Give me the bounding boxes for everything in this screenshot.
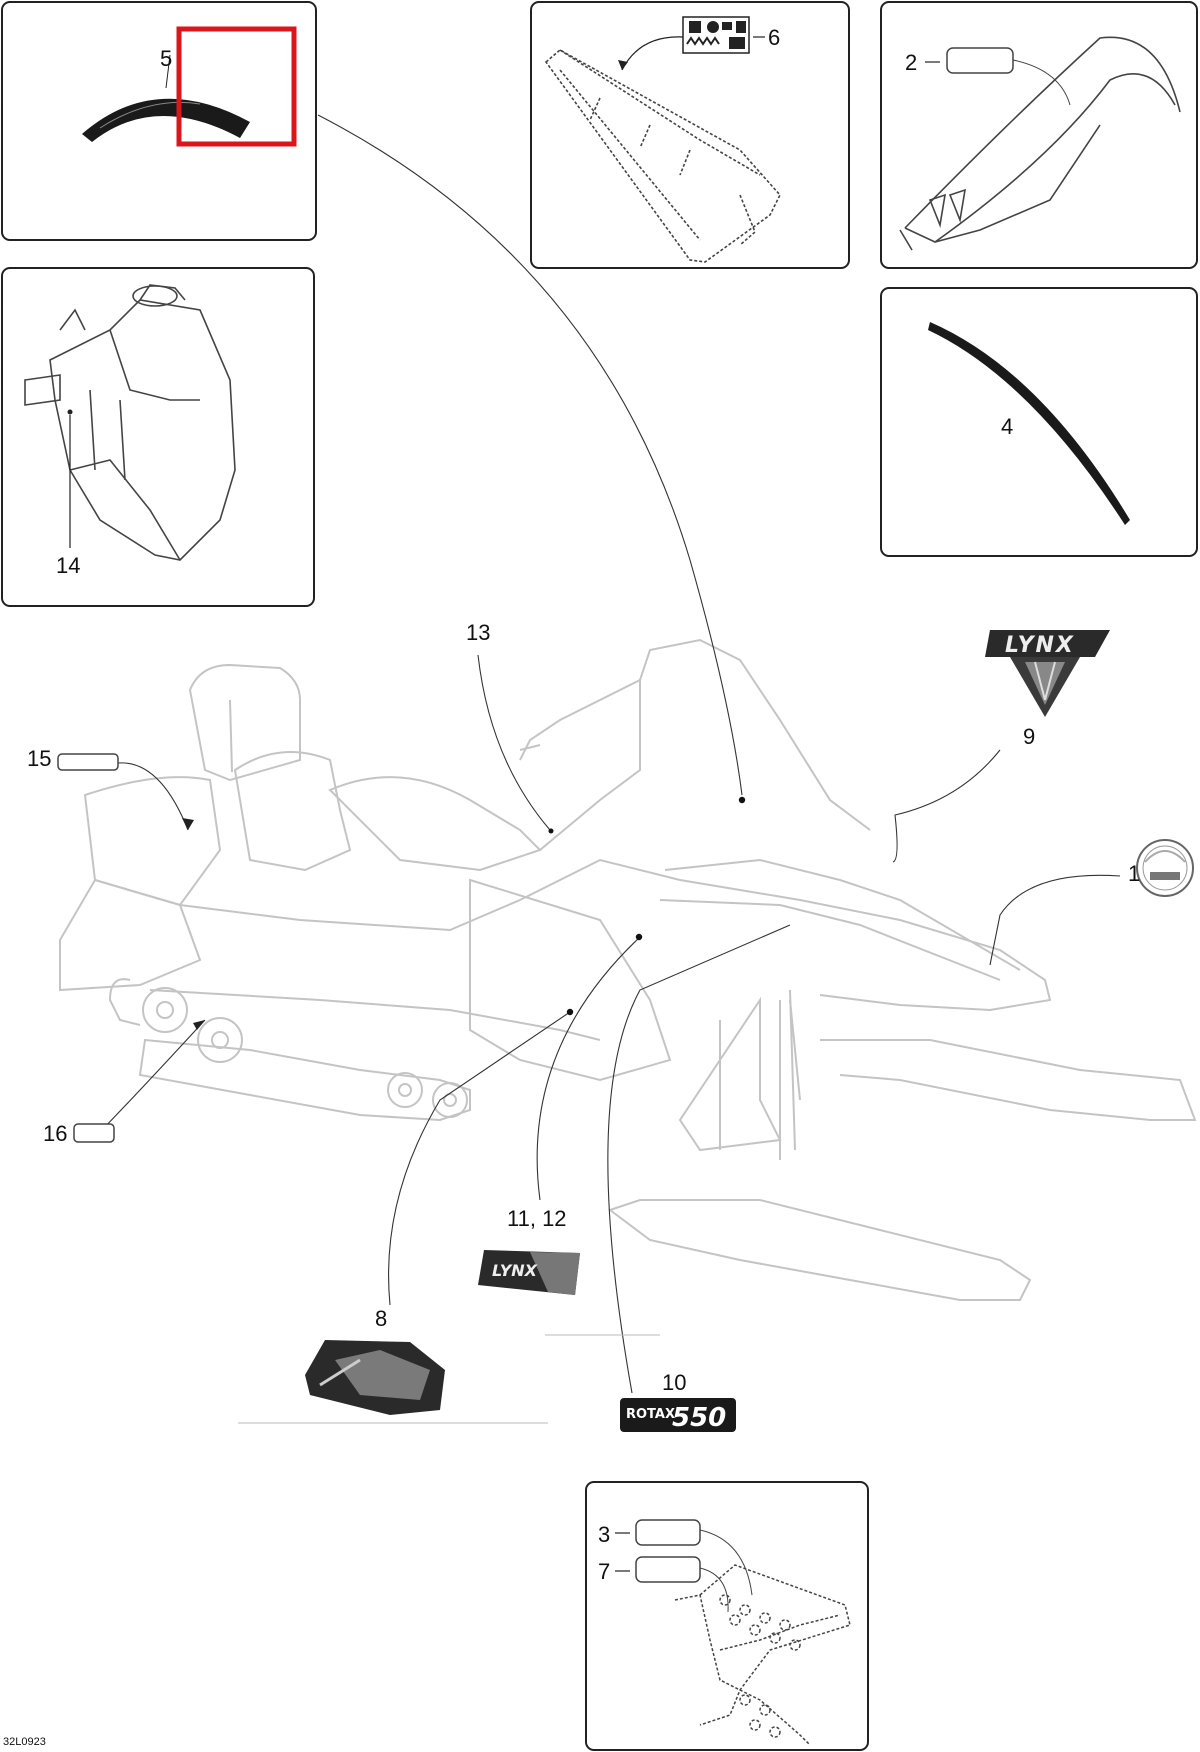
callout-9: 9 [1023,724,1036,749]
blank-label-16 [73,1123,115,1143]
callout-6: 6 [768,25,781,50]
seat-drawing [544,49,781,263]
decal-5-arc [82,54,250,142]
callout-14: 14 [56,553,81,578]
rotax-number: 550 [672,1403,726,1433]
blank-label-2 [946,47,1014,74]
callout-5: 5 [160,46,173,71]
decal-9-lynx-logo: LYNX [985,630,1110,717]
callout-7: 7 [598,1559,611,1584]
decal-4-stripe [928,322,1130,525]
callout-4: 4 [1001,414,1014,439]
blank-label-3 [635,1519,701,1546]
callout-3: 3 [598,1522,611,1547]
callout-11-12: 11, 12 [507,1206,567,1231]
leader-lines [101,114,1121,1394]
warning-label-6 [682,16,750,54]
snowmobile-drawing [59,638,1197,1301]
rotax-word: ROTAX [626,1407,675,1422]
callout-1: 1 [1128,861,1141,886]
lynx-logo-text: LYNX [1005,633,1075,658]
decal-8-panel [305,1340,445,1415]
callout-13: 13 [466,620,491,645]
leader-dots [548,796,746,1016]
blank-label-7 [635,1556,701,1583]
fender-drawing [899,36,1181,251]
inset-panel-2 [880,1,1198,269]
callout-16: 16 [43,1121,68,1146]
decal-10-rotax: ROTAX 550 [620,1398,736,1433]
blank-label-15 [57,753,119,771]
lynx-side-text: LYNX [492,1261,538,1280]
inset-panel-6 [530,1,850,269]
inset-panel-14 [1,267,315,607]
callout-15: 15 [27,746,52,771]
drawing-code: 32L0923 [3,1736,46,1748]
decal-1-badge [1136,839,1194,897]
callout-10: 10 [662,1370,687,1395]
inset-panel-3-7 [585,1481,869,1751]
callout-2: 2 [905,50,918,75]
callout-8: 8 [375,1306,388,1331]
inset-panel-5 [1,1,317,241]
oil-tank-drawing [24,284,236,561]
running-board-drawing [674,1564,851,1746]
inset-panel-4 [880,287,1198,557]
highlight-box [176,26,297,147]
decal-11-12-side: LYNX [478,1250,580,1295]
